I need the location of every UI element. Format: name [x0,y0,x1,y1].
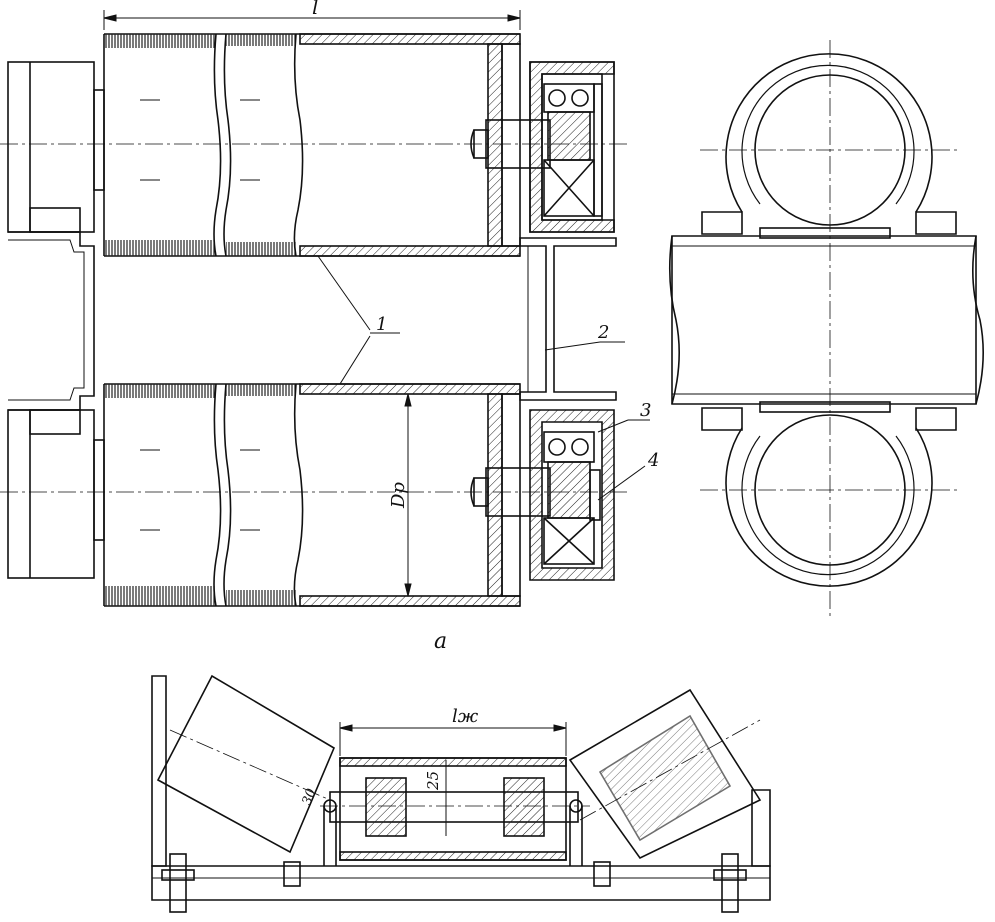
bearing-housing-top [529,61,615,233]
left-housing-top [7,61,105,233]
caption-a: a [434,629,447,654]
dimension-l [103,10,521,30]
left-support-plate [8,231,95,411]
dim-30-label: 30 [300,787,320,808]
callout-3: 3 [640,400,651,421]
dim-l-label: l [312,0,318,19]
dimension-dp [404,393,412,597]
roller-top [103,33,521,257]
left-housing-bottom [7,409,105,579]
center-lines-a [0,143,630,493]
callout-1: 1 [376,314,387,335]
bolts [161,853,747,913]
dim-dp-label: Dр [388,482,409,509]
callout-4: 4 [647,450,659,471]
side-view [668,40,984,620]
leader-lines [317,255,650,501]
section-view-a [0,10,650,607]
dimension-lzh [339,722,567,756]
dim-lzh-label: lж [452,706,479,727]
center-bracket [519,237,617,401]
dim-25-label: 25 [424,771,442,791]
trough-idler-view [151,674,771,913]
callout-2: 2 [597,322,609,343]
bearing-housing-bottom [529,409,615,581]
roller-bottom [103,383,521,607]
